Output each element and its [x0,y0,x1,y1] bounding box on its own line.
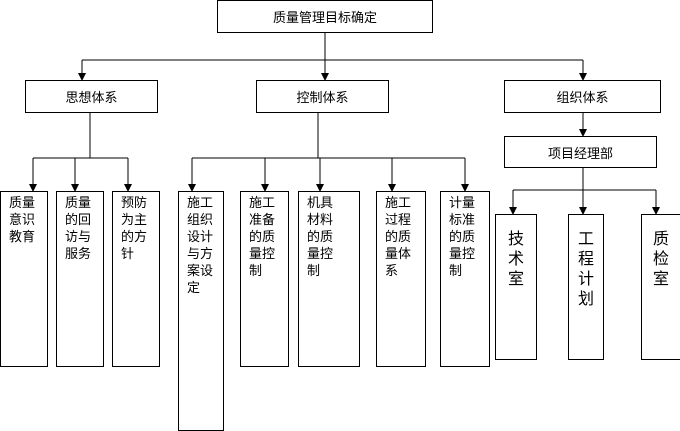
control-item-box: 机具 材料 的质 量控 制 [298,191,360,367]
control-system-label: 控制体系 [296,91,349,106]
org-item-label: 质 检 室 [652,229,669,288]
control-item-label: 计量 标准 的质 量控 制 [449,196,476,279]
control-item-label: 施工 准备 的质 量控 制 [249,196,276,279]
root-label: 质量管理目标确定 [272,11,377,26]
organization-system-box: 组织体系 [504,80,661,113]
control-item-label: 机具 材料 的质 量控 制 [307,196,334,279]
thought-item-label: 质量 意识 教育 [9,196,36,245]
control-item-box: 施工 组织 设计 与方 案设 定 [178,191,224,431]
thought-item-label: 预防 为主 的方 针 [121,196,148,262]
thought-item-box: 质量 意识 教育 [0,191,48,367]
thought-item-box: 预防 为主 的方 针 [112,191,160,367]
control-item-box: 施工 准备 的质 量控 制 [240,191,289,367]
thought-system-label: 思想体系 [65,91,118,106]
org-item-box: 质 检 室 [641,214,680,360]
control-system-box: 控制体系 [256,80,389,113]
thought-item-label: 质量 的回 访与 服务 [65,196,92,262]
thought-system-box: 思想体系 [25,80,158,113]
project-manager-box: 项目经理部 [504,136,657,168]
control-item-label: 施工 组织 设计 与方 案设 定 [187,196,214,296]
org-item-label: 技 术 室 [507,229,524,288]
organization-system-label: 组织体系 [556,91,609,106]
control-item-box: 施工 过程 的质 量体 系 [376,191,426,367]
org-item-box: 工 程 计 划 [568,214,604,360]
thought-item-box: 质量 的回 访与 服务 [56,191,104,367]
root-box: 质量管理目标确定 [217,0,433,33]
org-item-label: 工 程 计 划 [577,229,594,308]
control-item-label: 施工 过程 的质 量体 系 [385,196,412,279]
project-manager-label: 项目经理部 [547,146,613,162]
control-item-box: 计量 标准 的质 量控 制 [440,191,490,367]
org-item-box: 技 术 室 [495,214,537,360]
